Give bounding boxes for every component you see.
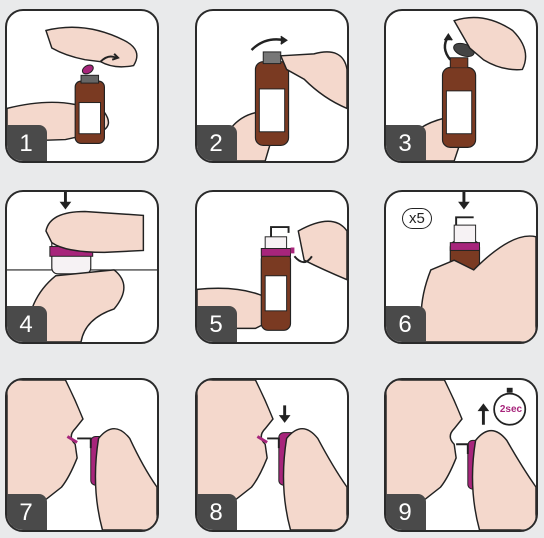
step-panel-5: 5 bbox=[195, 190, 349, 344]
step-panel-6: x5 6 bbox=[384, 190, 538, 344]
step-number-8: 8 bbox=[195, 494, 237, 532]
step-number-7: 7 bbox=[5, 494, 47, 532]
step-number-3: 3 bbox=[384, 125, 426, 163]
timer-label: 2sec bbox=[496, 404, 526, 415]
step-panel-7: 7 bbox=[5, 378, 159, 532]
arrow-icon bbox=[252, 39, 285, 50]
step-number-5: 5 bbox=[195, 306, 237, 344]
step-panel-1: 1 bbox=[5, 9, 159, 163]
bottle-icon bbox=[261, 227, 290, 330]
repeat-count-badge: x5 bbox=[402, 208, 432, 229]
step-panel-4: 4 bbox=[5, 190, 159, 344]
step-panel-3: 3 bbox=[384, 9, 538, 163]
step-number-2: 2 bbox=[195, 125, 237, 163]
step-number-9: 9 bbox=[384, 494, 426, 532]
bottle-icon bbox=[75, 75, 104, 143]
step-panel-9: 2sec 9 bbox=[384, 378, 538, 532]
bottle-icon bbox=[255, 52, 288, 146]
step-panel-2: 2 bbox=[195, 9, 349, 163]
step-number-4: 4 bbox=[5, 306, 47, 344]
bottle-icon bbox=[442, 58, 475, 148]
step-number-1: 1 bbox=[5, 125, 47, 163]
step-panel-8: 8 bbox=[195, 378, 349, 532]
step-number-6: 6 bbox=[384, 306, 426, 344]
